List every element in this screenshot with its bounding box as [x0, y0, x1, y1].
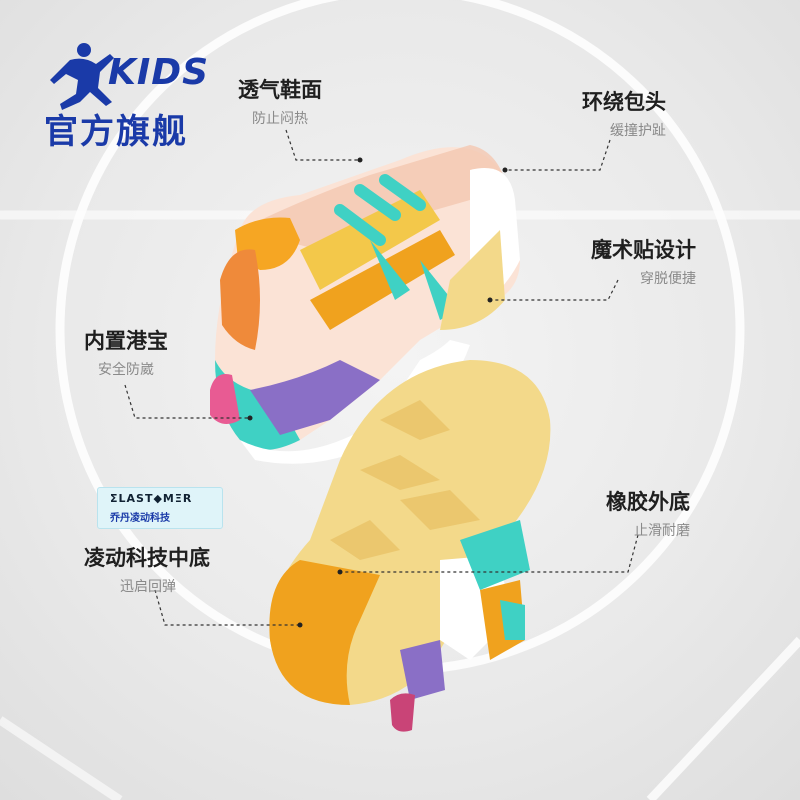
elastomer-badge-line1: ΣLAST◆MΞR [110, 492, 193, 505]
feature-toe-sub: 缓撞护趾 [610, 123, 666, 139]
feature-velcro-title: 魔术贴设计 [591, 238, 696, 262]
feature-outsole-title: 橡胶外底 [606, 490, 690, 514]
brand-kids: KIDS [108, 52, 210, 93]
feature-toe: 环绕包头 缓撞护趾 [560, 86, 666, 140]
feature-collar: 内置港宝 安全防崴 [84, 325, 168, 379]
jumpman-logo-icon [50, 43, 114, 110]
feature-upper-sub: 防止闷热 [252, 111, 308, 127]
brand-flagship: 官方旗舰 [44, 112, 188, 152]
feature-velcro-sub: 穿脱便捷 [640, 271, 696, 287]
feature-collar-title: 内置港宝 [84, 329, 168, 353]
feature-midsole-sub: 迅启回弹 [120, 579, 176, 595]
feature-upper-title: 透气鞋面 [238, 78, 322, 102]
feature-upper: 透气鞋面 防止闷热 [238, 74, 322, 128]
feature-outsole: 橡胶外底 止滑耐磨 [578, 486, 690, 540]
feature-midsole-title: 凌动科技中底 [84, 546, 210, 570]
bottom-shoe [269, 360, 551, 732]
elastomer-badge: ΣLAST◆MΞR 乔丹凌动科技 [97, 487, 223, 529]
feature-midsole: 凌动科技中底 迅启回弹 [84, 542, 210, 596]
elastomer-badge-line2: 乔丹凌动科技 [110, 513, 170, 524]
feature-collar-sub: 安全防崴 [98, 362, 154, 378]
top-shoe [210, 145, 520, 464]
feature-toe-title: 环绕包头 [582, 90, 666, 114]
feature-outsole-sub: 止滑耐磨 [634, 523, 690, 539]
feature-velcro: 魔术贴设计 穿脱便捷 [560, 234, 696, 288]
